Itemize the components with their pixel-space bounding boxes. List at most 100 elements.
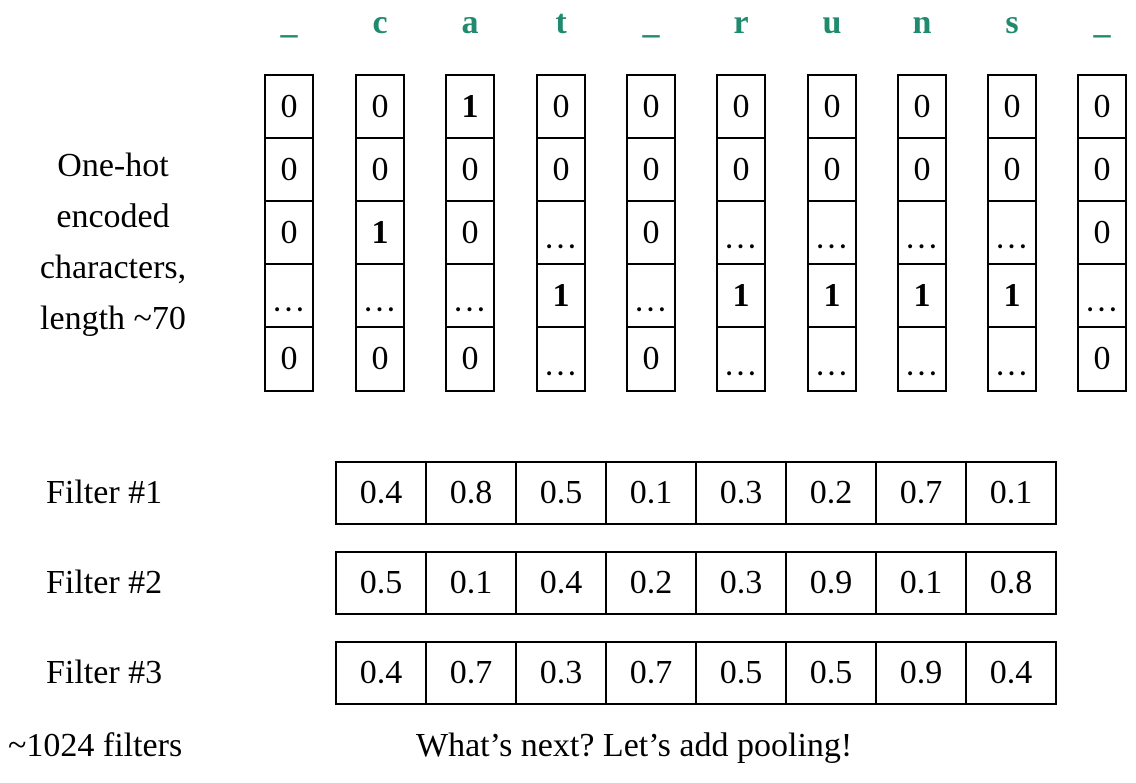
one-hot-cell: … [543,346,579,383]
one-hot-cell: … [989,202,1035,265]
filter-weight-cell: 0.7 [607,643,697,703]
one-hot-cell: 1 [538,265,584,328]
one-hot-cell: … [809,202,855,265]
one-hot-cell: 0 [357,76,403,139]
filter-weight-cell: 0.2 [787,463,877,523]
one-hot-cell: … [538,202,584,265]
filter-label: Filter #2 [46,564,163,601]
character-label: _ [642,4,660,41]
one-hot-cell: … [994,346,1030,383]
filter-count-label: ~1024 filters [8,727,183,764]
filter-weight-cell: 0.5 [337,553,427,613]
one-hot-cell: 0 [280,340,298,377]
filter-weight-cell: 0.4 [337,463,427,523]
one-hot-cell: 0 [989,76,1035,139]
one-hot-cell: 0 [447,139,493,202]
filter-weight-cell: 0.2 [607,553,697,613]
one-hot-cell: … [447,265,493,328]
one-hot-cell: 0 [899,76,945,139]
filter-weight-cell: 0.1 [877,553,967,613]
one-hot-cell: 0 [628,139,674,202]
filter-weight-cell: 0.5 [697,643,787,703]
one-hot-label: One-hot encoded characters, length ~70 [8,140,218,344]
filter-weight-cell: 0.8 [427,463,517,523]
one-hot-cell: 0 [357,139,403,202]
one-hot-cell: 0 [461,340,479,377]
one-hot-cell: 0 [628,202,674,265]
filter-weight-cell: 0.9 [877,643,967,703]
filter-weight-cell: 0.1 [989,474,1033,511]
one-hot-cell: 1 [357,202,403,265]
filter-weight-cell: 0.7 [427,643,517,703]
one-hot-cell: … [723,346,759,383]
character-label: t [555,4,567,41]
filter-weight-cell: 0.7 [877,463,967,523]
one-hot-cell: 0 [718,139,764,202]
character-label: c [372,4,388,41]
filter-weight-cell: 0.3 [517,643,607,703]
one-hot-cell: 0 [989,139,1035,202]
character-label: s [1005,4,1019,41]
one-hot-cell: 1 [809,265,855,328]
character-label: a [461,4,479,41]
one-hot-cell: … [628,265,674,328]
one-hot-cell: … [266,265,312,328]
character-label: _ [1093,4,1111,41]
one-hot-cell: 0 [266,139,312,202]
one-hot-label-line-4: length ~70 [40,300,186,337]
filter-weight-cell: 0.3 [697,553,787,613]
character-label: r [733,4,749,41]
one-hot-cell: 0 [809,76,855,139]
next-step-caption: What’s next? Let’s add pooling! [416,727,853,764]
one-hot-cell: 0 [447,202,493,265]
one-hot-cell: 0 [538,139,584,202]
one-hot-cell: 0 [1079,76,1125,139]
one-hot-cell: 1 [899,265,945,328]
one-hot-cell: 0 [809,139,855,202]
one-hot-cell: 0 [266,76,312,139]
one-hot-cell: 0 [1079,202,1125,265]
one-hot-cell: … [357,265,403,328]
one-hot-cell: 1 [447,76,493,139]
filter-weight-cell: 0.4 [517,553,607,613]
one-hot-cell: 0 [538,76,584,139]
filter-label: Filter #1 [46,474,163,511]
character-label: _ [280,4,298,41]
filter-weight-cell: 0.8 [989,564,1033,601]
filter-weight-cell: 0.9 [787,553,877,613]
filter-weight-cell: 0.4 [337,643,427,703]
one-hot-cell: 0 [642,340,660,377]
one-hot-cell: 0 [899,139,945,202]
filter-weight-cell: 0.1 [607,463,697,523]
one-hot-cell: 0 [1079,139,1125,202]
one-hot-label-line-1: One-hot [57,147,169,184]
one-hot-cell: … [899,202,945,265]
one-hot-cell: … [718,202,764,265]
one-hot-cell: … [1079,265,1125,328]
one-hot-cell: 0 [1093,340,1111,377]
filter-weight-cell: 0.5 [517,463,607,523]
filter-weight-cell: 0.1 [427,553,517,613]
one-hot-cell: … [814,346,850,383]
character-label: n [912,4,932,41]
one-hot-cell: 0 [628,76,674,139]
filter-label: Filter #3 [46,654,163,691]
one-hot-cell: 1 [718,265,764,328]
one-hot-cell: 0 [266,202,312,265]
one-hot-cell: 0 [371,340,389,377]
one-hot-label-line-2: encoded [56,198,170,235]
